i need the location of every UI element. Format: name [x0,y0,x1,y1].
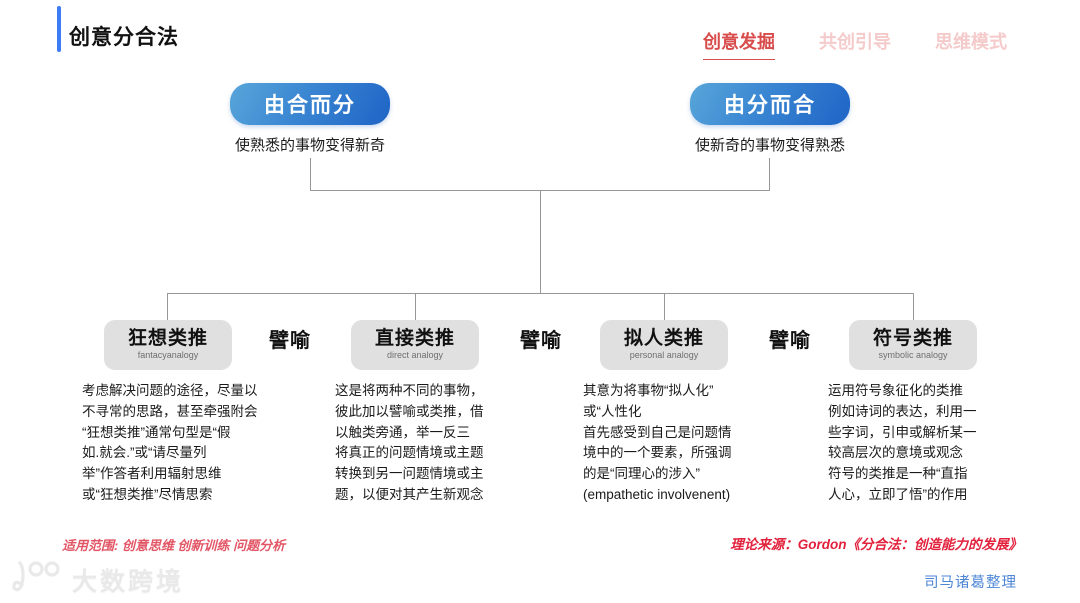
applicable-scope-note: 适用范围: 创意思维 创新训练 问题分析 [62,538,286,553]
description-personal-analogy: 其意为将事物“拟人化” 或“人性化 首先感受到自己是问题情 境中的一个要素，所强… [583,383,732,502]
connector-stub-left [310,158,311,191]
category-subtitle: symbolic analogy [878,350,948,361]
metaphor-label-3: 譬喻 [769,330,811,352]
metaphor-label-1: 譬喻 [269,330,311,352]
tab-cocreation-guidance[interactable]: 共创引导 [819,32,891,52]
category-box-direct-analogy: 直接类推 direct analogy [351,320,479,370]
connector-drop-2 [415,293,416,320]
brand-logo-icon [10,560,66,599]
page-title: 创意分合法 [69,26,179,49]
connector-stub-right [769,158,770,191]
tab-thinking-mode[interactable]: 思维模式 [935,32,1007,52]
category-subtitle: fantacyanalogy [137,350,199,361]
branch-pill-combine: 由分而合 [690,83,850,125]
category-subtitle: direct analogy [386,350,444,361]
category-box-personal-analogy: 拟人类推 personal analogy [600,320,728,370]
watermark: 大数跨境 [10,560,184,599]
category-title: 拟人类推 [623,328,704,350]
compiler-credit: 司马诸葛整理 [924,575,1017,591]
connector-center-vertical [540,190,541,293]
watermark-text: 大数跨境 [72,567,185,596]
metaphor-label-2: 譬喻 [520,330,562,352]
description-fantasy-analogy: 考虑解决问题的途径，尽量以 不寻常的思路，甚至牵强附会 “狂想类推”通常句型是“… [82,383,258,502]
description-symbolic-analogy: 运用符号象征化的类推 例如诗词的表达，利用一 些字词，引申或解析某一 较高层次的… [828,383,977,502]
theory-source-note: 理论来源：Gordon《分合法：创造能力的发展》 [730,537,1022,552]
connector-drop-3 [664,293,665,320]
connector-bottom-horizontal [167,293,914,294]
description-direct-analogy: 这是将两种不同的事物， 彼此加以譬喻或类推，借 以触类旁通，举一反三 将真正的问… [335,383,484,502]
branch-caption-combine: 使新奇的事物变得熟悉 [694,137,845,154]
section-tabs: 创意发掘 共创引导 思维模式 [703,28,1007,60]
tab-creative-discovery[interactable]: 创意发掘 [703,28,775,60]
category-subtitle: personal analogy [629,350,699,361]
category-box-fantasy-analogy: 狂想类推 fantacyanalogy [104,320,232,370]
connector-drop-4 [913,293,914,320]
title-accent-bar [57,6,61,52]
category-title: 狂想类推 [127,328,208,350]
category-title: 符号类推 [872,328,953,350]
connector-drop-1 [167,293,168,320]
category-box-symbolic-analogy: 符号类推 symbolic analogy [849,320,977,370]
branch-caption-split: 使熟悉的事物变得新奇 [234,137,385,154]
category-title: 直接类推 [374,328,455,350]
branch-pill-split: 由合而分 [230,83,390,125]
